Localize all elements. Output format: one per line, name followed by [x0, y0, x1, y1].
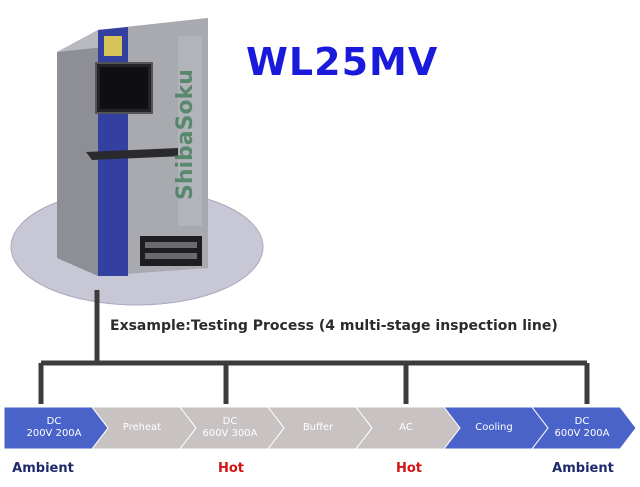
machine-logo: ShibaSoku: [173, 69, 198, 200]
connector-tree: [38, 290, 590, 404]
temp-label-ambient-end: Ambient: [552, 461, 614, 476]
stage-label-5: Cooling: [475, 422, 513, 433]
product-title: WL25MV: [246, 40, 439, 84]
stage-label-2: DC 600V 300A: [202, 416, 258, 439]
control-panel-icon: [104, 36, 122, 56]
stage-label-4: AC: [399, 422, 413, 433]
stage-label-6: DC 600V 200A: [554, 416, 610, 439]
keyboard-icon: [86, 148, 184, 160]
temp-label-ambient-start: Ambient: [12, 461, 74, 476]
machine-illustration: ShibaSoku: [0, 0, 300, 310]
stage-label-0: DC 200V 200A: [26, 416, 82, 439]
stage-label-3: Buffer: [302, 422, 334, 433]
process-caption: Exsample:Testing Process (4 multi-stage …: [110, 318, 558, 334]
stage-label-1: Preheat: [122, 422, 162, 433]
temp-label-hot-1: Hot: [217, 461, 245, 476]
stage-chevron-6: [530, 406, 637, 450]
temp-label-hot-2: Hot: [395, 461, 423, 476]
